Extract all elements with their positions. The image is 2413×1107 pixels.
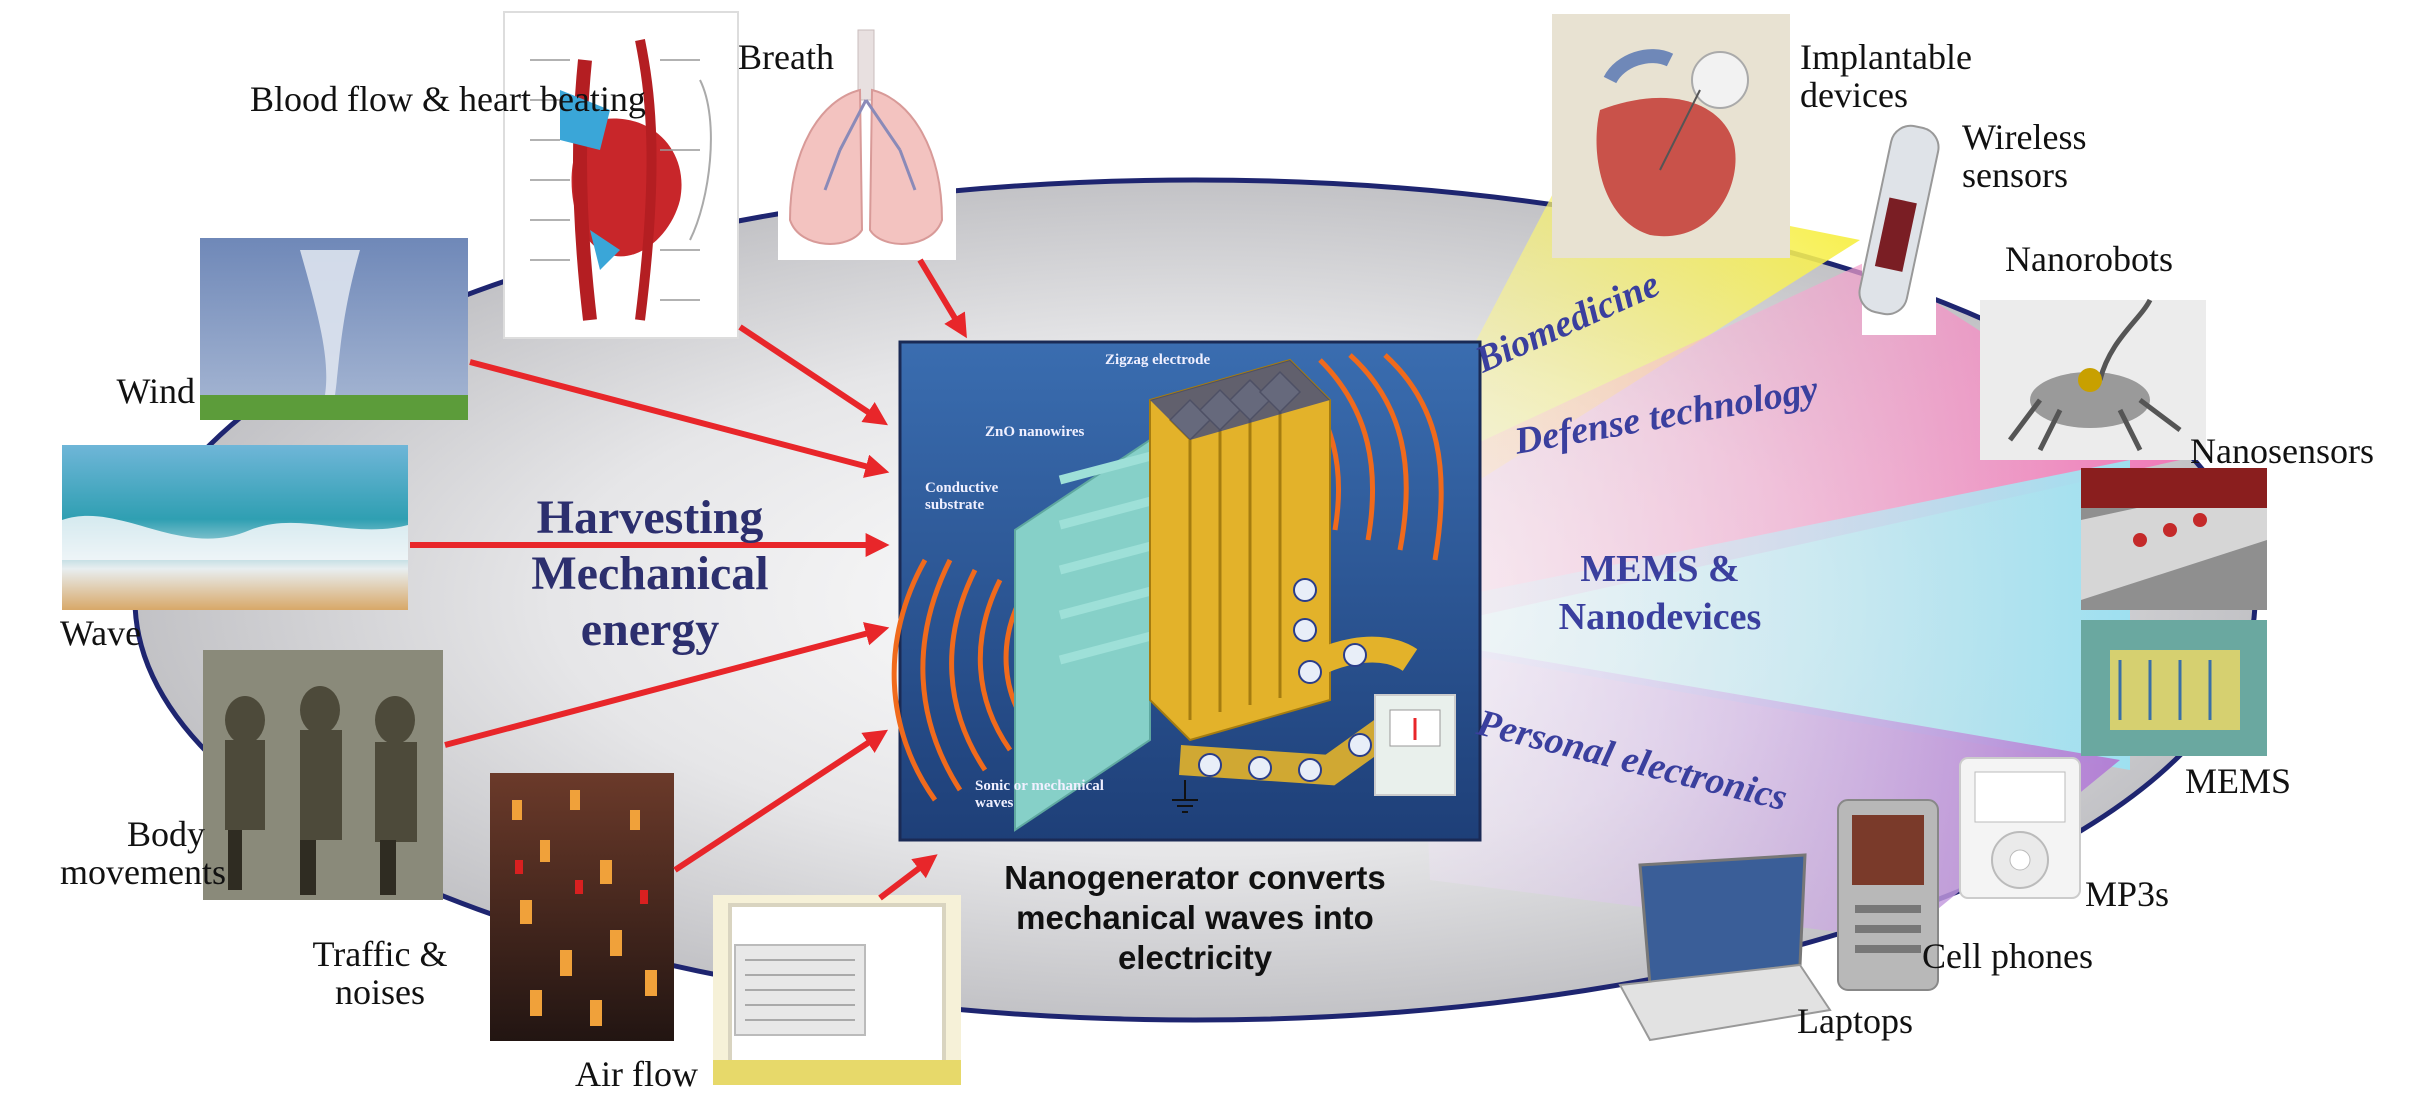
heart-anatomy-image [503, 11, 739, 339]
nanorobot-image [1980, 298, 2206, 460]
mp3s-label: MP3s [2085, 874, 2170, 914]
air-conditioner-image [713, 895, 961, 1085]
tornado-image [200, 238, 468, 420]
wireless-sensor-image [1858, 105, 1940, 335]
nanogenerator-caption: Nanogenerator converts mechanical waves … [1004, 859, 1386, 976]
substrate-label: Conductive substrate [925, 480, 999, 513]
arrow-wind [469, 359, 890, 478]
implantable-devices-label: Implantable devices [1800, 37, 1972, 115]
zigzag-electrode [1149, 358, 1331, 742]
soldiers-image [203, 650, 443, 900]
lungs-image [778, 29, 956, 260]
traffic-image [490, 773, 674, 1041]
arrow-breath [917, 258, 967, 339]
breath-label: Breath [738, 37, 834, 77]
nanosensor-image [2081, 468, 2267, 610]
wireless-sensors-label: Wireless sensors [1962, 117, 2087, 195]
arrow-body [444, 622, 890, 748]
laptop-image [1618, 853, 1832, 1042]
circuit-loop [1179, 578, 1456, 796]
laptops-label: Laptops [1797, 1001, 1913, 1041]
nanosensors-label: Nanosensors [2190, 431, 2374, 471]
cell-phones-label: Cell phones [1922, 936, 2093, 976]
arrow-air [878, 854, 938, 901]
harvesting-heading: Harvesting Mechanical energy [531, 491, 769, 656]
implantable-device-image [1552, 14, 1790, 258]
mems-label: MEMS [2185, 761, 2292, 801]
ocean-wave-image [62, 445, 408, 610]
body-movements-label: Body movements [60, 814, 226, 892]
ground-icon [1172, 780, 1198, 813]
cell-phone-image [1837, 799, 1939, 991]
arrow-traffic [673, 729, 889, 873]
arrow-blood [738, 324, 888, 426]
waves-label: Sonic or mechanical waves [975, 778, 1104, 811]
air-flow-label: Air flow [575, 1054, 698, 1094]
input-arrows [410, 258, 967, 901]
sound-waves-left [891, 558, 1033, 802]
nanorobots-label: Nanorobots [2005, 239, 2173, 279]
blood-flow-label: Blood flow & heart beating [250, 79, 646, 119]
zigzag-electrode-label: Zigzag electrode [1105, 352, 1211, 368]
nanogenerator-schematic [891, 340, 1482, 842]
mems-image [2081, 620, 2267, 756]
traffic-label: Traffic & noises [312, 934, 448, 1012]
mems-band [1440, 460, 2130, 770]
wind-label: Wind [116, 371, 195, 411]
wave-label: Wave [60, 613, 142, 653]
personal-electronics-band [1420, 640, 2120, 940]
nanowires-label: ZnO nanowires [985, 424, 1085, 440]
mp3-player-image [1959, 757, 2081, 899]
mems-nanodevices-label: MEMS & Nanodevices [1558, 548, 1762, 638]
